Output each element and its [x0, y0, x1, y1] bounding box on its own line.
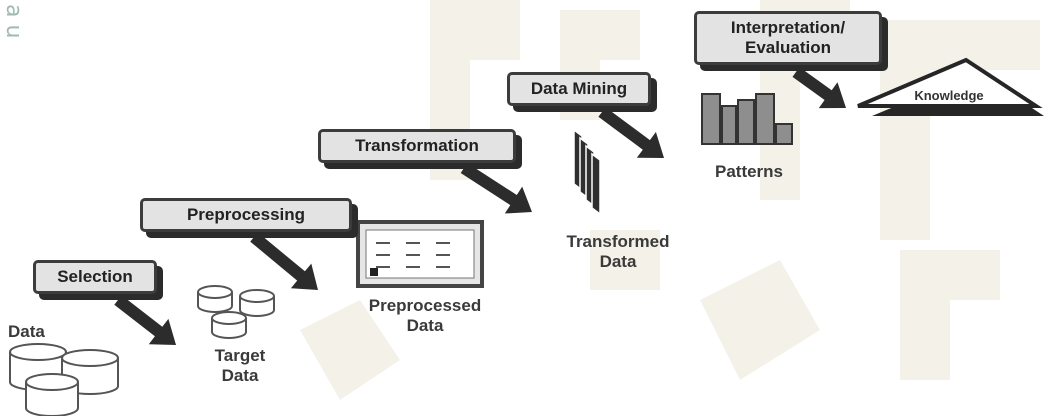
preprocessed-data-icon: [356, 220, 484, 288]
watermark-text: a u: [1, 4, 26, 39]
interpretation-label: Interpretation/: [730, 18, 846, 37]
arrow-selection-icon: [114, 295, 176, 345]
target-data-cylinders-icon: [197, 285, 275, 339]
target-data-line2: Data: [221, 366, 259, 385]
arrow-data-mining-icon: [598, 107, 664, 158]
transformed-data-label: Transformed Data: [538, 232, 698, 272]
preprocessed-data-line1: Preprocessed: [368, 296, 482, 315]
arrow-interpretation-icon: [792, 67, 846, 109]
patterns-label: Patterns: [714, 162, 784, 181]
interpretation-evaluation-box: Interpretation/ Evaluation: [694, 11, 882, 65]
preprocessing-label: Preprocessing: [186, 205, 306, 224]
transformed-data-icon: [573, 128, 601, 216]
data-cylinders-icon: [9, 343, 119, 416]
target-data-label: Target Data: [200, 346, 280, 386]
preprocessed-data-label: Preprocessed Data: [340, 296, 510, 336]
transformed-data-line1: Transformed: [566, 232, 670, 251]
selection-label: Selection: [57, 267, 133, 286]
target-data-line1: Target: [214, 346, 266, 365]
preprocessed-data-line2: Data: [406, 316, 444, 335]
evaluation-label: Evaluation: [745, 38, 831, 57]
preprocessing-box: Preprocessing: [140, 198, 352, 232]
data-mining-label: Data Mining: [530, 79, 628, 98]
arrow-preprocessing-icon: [250, 232, 318, 290]
data-mining-box: Data Mining: [507, 72, 651, 106]
transformed-data-line2: Data: [599, 252, 637, 271]
transformation-label: Transformation: [355, 136, 479, 155]
patterns-bars-icon: [701, 93, 793, 145]
transformation-box: Transformation: [318, 129, 516, 163]
data-label: Data: [8, 322, 45, 341]
arrow-transformation-icon: [460, 163, 532, 214]
knowledge-label: Knowledge: [914, 88, 983, 103]
selection-box: Selection: [33, 260, 157, 294]
knowledge-triangle-icon: Knowledge: [857, 57, 1044, 116]
